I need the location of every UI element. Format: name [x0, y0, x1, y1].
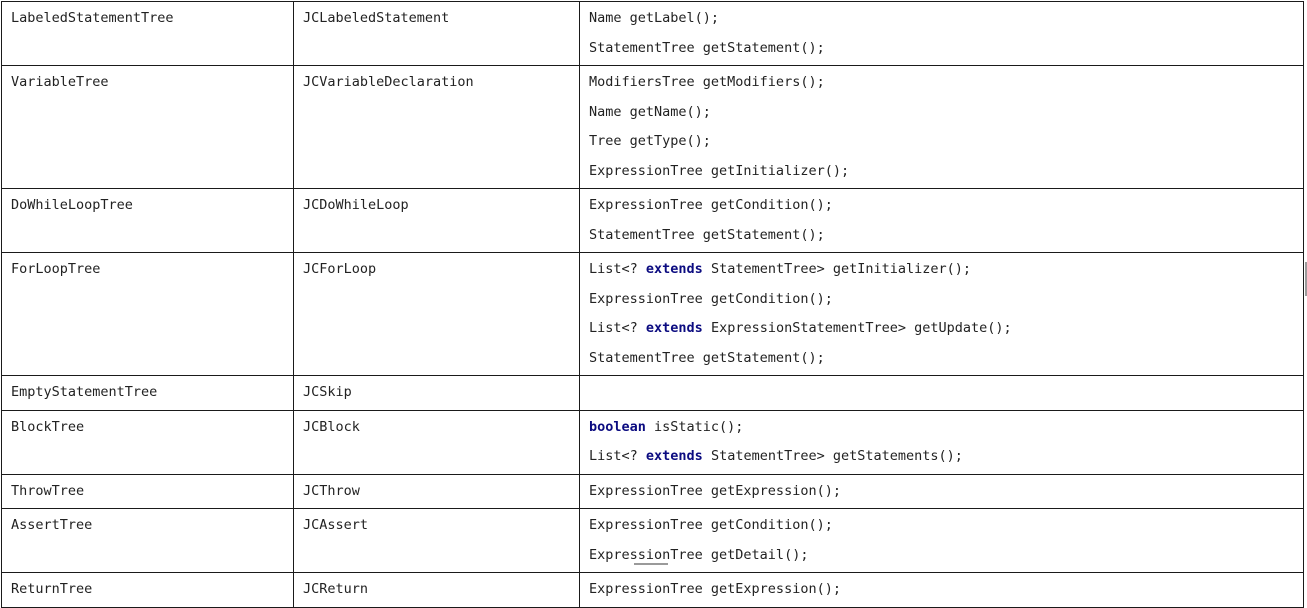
table-row: ThrowTree JCThrow ExpressionTree getExpres… [1, 473, 1304, 509]
methods-cell: ModifiersTree getModifiers(); Name getNam… [579, 65, 1304, 189]
method-signature: StatementTree getStatement(); [589, 39, 825, 56]
interface-cell: LabeledStatementTree [1, 1, 294, 66]
methods-cell: List<? extends StatementTree> getInitial… [579, 252, 1304, 376]
method-signature: ExpressionTree getCondition(); [589, 197, 833, 213]
methods-cell: ExpressionTree getCondition(); Expression… [579, 508, 1304, 573]
method-text: List<? [589, 261, 646, 277]
implementation-cell: JCVariableDeclaration [293, 65, 580, 189]
java-keyword: extends [645, 320, 703, 336]
implementation-cell: JCDoWhileLoop [293, 188, 580, 253]
interface-cell: VariableTree [1, 65, 294, 189]
interface-cell: BlockTree [1, 409, 294, 475]
methods-cell: ExpressionTree getExpression(); [579, 473, 1304, 509]
table-row: ReturnTree JCReturn ExpressionTree getExpr… [1, 572, 1304, 608]
method-text: ExpressionStatementTree> getUpdate(); [702, 320, 1012, 336]
table-row: VariableTree JCVariableDeclaration Modifie… [1, 65, 1304, 189]
method-signature: Tree getType(); [589, 133, 711, 149]
interface-cell: DoWhileLoopTree [1, 188, 294, 253]
implementation-name: JCThrow [303, 482, 360, 499]
method-text: List<? [589, 320, 646, 336]
java-keyword: extends [645, 261, 703, 277]
implementation-name: JCDoWhileLoop [303, 197, 409, 213]
method-signature: StatementTree getStatement(); [589, 349, 825, 366]
method-text: StatementTree> getStatements(); [702, 448, 963, 464]
interface-cell: ForLoopTree [1, 252, 294, 376]
implementation-name: JCSkip [303, 384, 352, 400]
method-signature: ExpressionTree getExpression(); [589, 581, 841, 597]
implementation-name: JCVariableDeclaration [303, 74, 474, 90]
interface-name: ThrowTree [11, 482, 85, 499]
interface-name: ForLoopTree [11, 261, 101, 277]
methods-cell: Name getLabel(); StatementTree getStateme… [579, 1, 1304, 66]
methods-cell: ExpressionTree getExpression(); [579, 572, 1304, 608]
interface-name: BlockTree [11, 418, 85, 435]
implementation-cell: JCForLoop [293, 252, 580, 376]
table-row: DoWhileLoopTree JCDoWhileLoop ExpressionTr… [1, 188, 1304, 253]
methods-cell [579, 375, 1304, 411]
method-signature: Name getLabel(); [589, 10, 720, 26]
interface-name: AssertTree [11, 517, 93, 533]
scrollbar-marker-right[interactable] [1305, 262, 1307, 296]
implementation-name: JCAssert [303, 517, 369, 533]
method-signature: ExpressionTree getExpression(); [589, 482, 841, 499]
scrollbar-marker-bottom[interactable] [634, 563, 668, 565]
method-signature: ExpressionTree getCondition(); [589, 290, 833, 307]
implementation-cell: JCLabeledStatement [293, 1, 580, 66]
method-signature: boolean isStatic(); [589, 415, 1294, 445]
table-row: LabeledStatementTree JCLabeledStatement Na… [1, 1, 1304, 66]
implementation-cell: JCReturn [293, 572, 580, 608]
method-signature: ModifiersTree getModifiers(); [589, 74, 825, 90]
method-signature: Name getName(); [589, 103, 711, 120]
interface-name: VariableTree [11, 74, 109, 90]
method-text: List<? [589, 448, 646, 464]
method-signature: List<? extends StatementTree> getInitial… [589, 257, 1294, 287]
method-signature: StatementTree getStatement(); [589, 226, 825, 243]
method-text: isStatic(); [645, 418, 744, 435]
interface-name: LabeledStatementTree [11, 10, 174, 26]
implementation-name: JCReturn [303, 581, 369, 597]
method-signature: List<? extends StatementTree> getStateme… [589, 444, 1294, 474]
table-row: EmptyStatementTree JCSkip [1, 375, 1304, 411]
implementation-cell: JCSkip [293, 375, 580, 411]
method-signature: ExpressionTree getInitializer(); [589, 162, 850, 179]
implementation-name: JCForLoop [303, 261, 377, 277]
interface-name: ReturnTree [11, 581, 93, 597]
implementation-cell: JCAssert [293, 508, 580, 573]
table-row: AssertTree JCAssert ExpressionTree getCond… [1, 508, 1304, 573]
interface-name: DoWhileLoopTree [11, 197, 133, 213]
method-signature: List<? extends ExpressionStatementTree> … [589, 316, 1294, 346]
method-text: StatementTree> getInitializer(); [702, 261, 972, 277]
implementation-name: JCBlock [303, 418, 360, 435]
implementation-cell: JCBlock [293, 409, 580, 475]
interface-cell: AssertTree [1, 508, 294, 573]
interface-cell: ThrowTree [1, 473, 294, 509]
interface-cell: ReturnTree [1, 572, 294, 608]
implementation-cell: JCThrow [293, 473, 580, 509]
java-keyword: boolean [589, 418, 646, 435]
interface-name: EmptyStatementTree [11, 384, 158, 400]
method-signature: ExpressionTree getDetail(); [589, 546, 809, 563]
method-signature: ExpressionTree getCondition(); [589, 517, 833, 533]
implementation-name: JCLabeledStatement [303, 10, 450, 26]
java-keyword: extends [645, 448, 703, 464]
interface-cell: EmptyStatementTree [1, 375, 294, 411]
methods-cell: boolean isStatic();List<? extends Statem… [579, 409, 1304, 475]
methods-cell: ExpressionTree getCondition(); StatementT… [579, 188, 1304, 253]
